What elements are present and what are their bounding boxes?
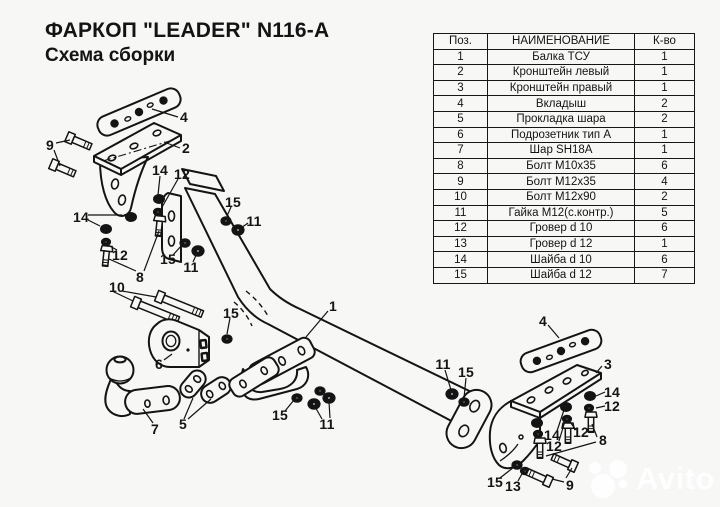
callout-11: 11 (319, 416, 335, 432)
right-bracket (488, 364, 602, 470)
callout-11: 11 (183, 259, 199, 275)
page-subtitle: Схема сборки (45, 44, 176, 66)
callout-13: 13 (505, 478, 521, 494)
leader-lines (53, 108, 606, 483)
callout-4: 4 (539, 313, 547, 329)
callout-3: 3 (604, 356, 612, 372)
callout-15: 15 (160, 251, 176, 267)
left-bracket (93, 122, 182, 217)
col-header-pos: Поз. (433, 33, 488, 50)
socket-plate (147, 318, 210, 368)
callout-15: 15 (458, 364, 474, 380)
callout-8: 8 (599, 432, 607, 448)
callout-9: 9 (566, 477, 574, 493)
callout-12: 12 (112, 247, 128, 263)
callout-8: 8 (136, 269, 144, 285)
beam-top-flange (181, 168, 225, 192)
watermark-text: Avito (636, 461, 715, 496)
callout-12: 12 (174, 166, 190, 182)
callout-15: 15 (223, 305, 239, 321)
beam-mid-brackets (228, 336, 316, 401)
col-header-qty: К-во (634, 33, 695, 50)
callout-1: 1 (329, 298, 337, 314)
callout-12: 12 (546, 438, 562, 454)
callout-15: 15 (272, 407, 288, 423)
ball-gaskets (179, 369, 232, 404)
callout-12: 12 (604, 398, 620, 414)
callout-14: 14 (73, 209, 89, 225)
callout-4: 4 (180, 109, 188, 125)
avito-watermark: Avito (586, 457, 715, 501)
page-title: ФАРКОП "LEADER" N116-A (45, 19, 330, 42)
callout-14: 14 (152, 162, 168, 178)
insert-plate-right (519, 328, 603, 374)
col-header-name: НАИМЕНОВАНИЕ (487, 33, 635, 50)
insert-plate-left (96, 87, 182, 137)
callout-9: 9 (46, 137, 54, 153)
callout-11: 11 (246, 213, 262, 229)
callout-12: 12 (573, 424, 589, 440)
callout-5: 5 (179, 416, 187, 432)
callout-15: 15 (225, 194, 241, 210)
callout-14: 14 (544, 427, 560, 443)
callout-7: 7 (151, 421, 159, 437)
beam-end-plate (445, 388, 493, 450)
table-header-row: Поз. НАИМЕНОВАНИЕ К-во (433, 33, 695, 50)
callout-2: 2 (182, 140, 190, 156)
callout-6: 6 (155, 356, 163, 372)
tow-ball (104, 355, 181, 418)
callout-10: 10 (109, 279, 125, 295)
title-block: ФАРКОП "LEADER" N116-A Схема сборки (45, 18, 329, 67)
callout-14: 14 (604, 384, 620, 400)
callout-15: 15 (487, 474, 503, 490)
callout-11: 11 (435, 356, 451, 372)
avito-logo-icon (589, 460, 628, 498)
